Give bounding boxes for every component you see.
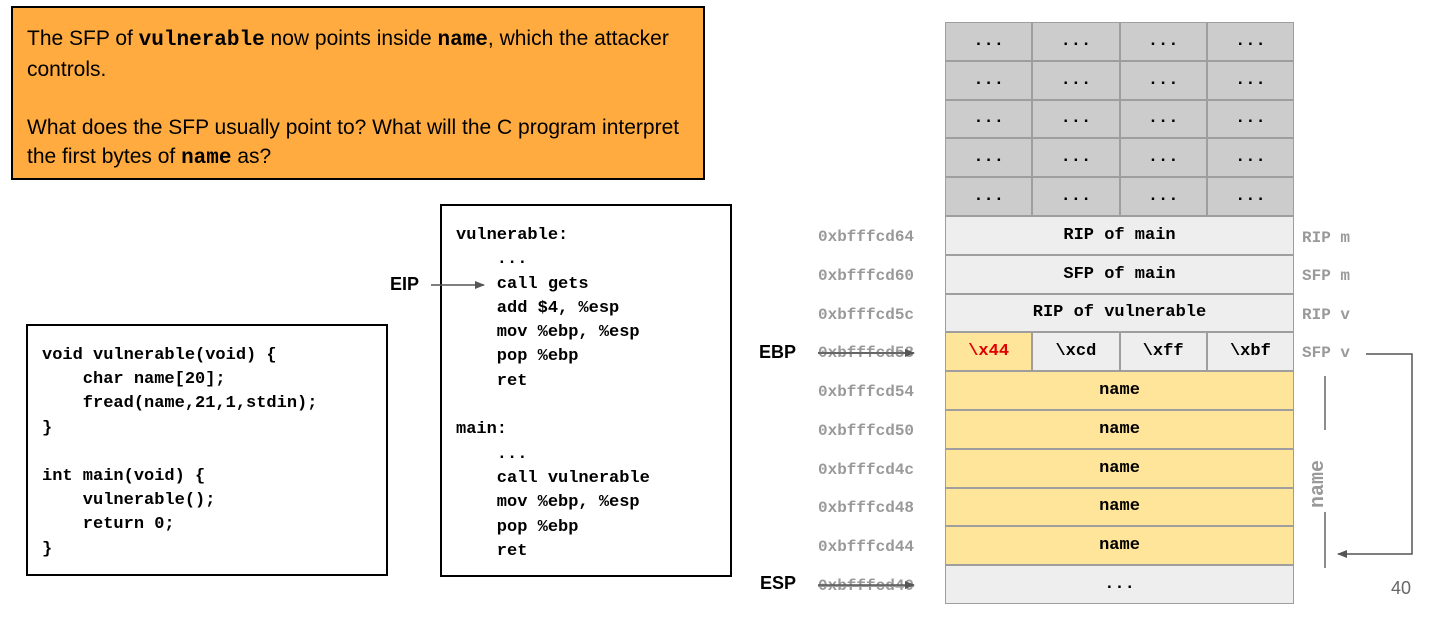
callout-line-1: The SFP of vulnerable now points inside … (27, 27, 669, 81)
eip-label: EIP (390, 274, 420, 294)
stack-row-sfp-vulnerable: \x44 \xcd \xff \xbf (945, 332, 1294, 372)
stack-cell: ... (1032, 22, 1120, 61)
sfp-byte: \xbf (1206, 332, 1294, 372)
stack-cell: ... (1032, 177, 1120, 216)
address-label: 0xbfffcd4c (818, 461, 915, 479)
side-label-rip-m: RIP m (1302, 229, 1351, 247)
address-label-esp: 0xbfffcd40 (818, 577, 915, 595)
esp-label: ESP (760, 573, 797, 593)
stack-cell: ... (1119, 60, 1207, 100)
stack-cell: ... (1206, 138, 1294, 178)
stack-row-name: name (945, 371, 1294, 410)
stack-cell: ... (945, 138, 1033, 178)
name-cell: name (945, 409, 1294, 449)
address-label: 0xbfffcd60 (818, 267, 915, 285)
page-number: 40 (1391, 578, 1412, 598)
sfp-byte: \xcd (1032, 332, 1120, 372)
stack-cell: ... (1032, 60, 1120, 100)
stack-cell: ... (945, 177, 1033, 216)
stack-row-name: name (945, 448, 1294, 488)
side-label-rip-v: RIP v (1302, 306, 1351, 324)
stack-cell: ... (945, 99, 1033, 139)
stack-row-name: name (945, 487, 1294, 527)
stack-cell: ... (1206, 99, 1294, 139)
assembly-code: vulnerable: ... call gets add $4, %esp m… (440, 204, 732, 577)
c-source-code: void vulnerable(void) { char name[20]; f… (26, 324, 388, 576)
address-label: 0xbfffcd64 (818, 228, 915, 246)
stack-cell: ... (1119, 138, 1207, 178)
stack-cell: ... (1206, 177, 1294, 216)
side-label-sfp-v: SFP v (1302, 344, 1351, 362)
address-label: 0xbfffcd54 (818, 383, 915, 401)
sfp-byte-overwritten: \x44 (945, 332, 1033, 372)
stack-cell: ... (1119, 22, 1207, 61)
stack-row-sfp-main: SFP of main (945, 254, 1294, 294)
callout-line-2: What does the SFP usually point to? What… (27, 116, 680, 170)
address-label: 0xbfffcd44 (818, 538, 915, 556)
sfp-byte: \xff (1119, 332, 1207, 372)
bottom-cell: ... (945, 565, 1294, 604)
name-cell: name (945, 448, 1294, 488)
stack-row-gray: ... ... ... ... (945, 99, 1294, 139)
address-label: 0xbfffcd5c (818, 306, 915, 324)
address-label: 0xbfffcd50 (818, 422, 915, 440)
stack-cell: ... (1119, 177, 1207, 216)
ebp-label: EBP (759, 342, 797, 362)
sfp-of-main-cell: SFP of main (945, 254, 1294, 294)
stack-cell: ... (1032, 99, 1120, 139)
stack-cell: ... (1032, 138, 1120, 178)
name-cell: name (945, 487, 1294, 527)
name-cell: name (945, 526, 1294, 566)
stack-row-gray: ... ... ... ... (945, 60, 1294, 100)
stack-row-bottom: ... (945, 565, 1294, 604)
stack-cell: ... (945, 22, 1033, 61)
name-cell: name (945, 371, 1294, 410)
stack-row-gray: ... ... ... ... (945, 22, 1294, 61)
stack-diagram: ... ... ... ... ... ... ... ... ... ... … (945, 22, 1294, 604)
rip-of-vulnerable-cell: RIP of vulnerable (945, 293, 1294, 333)
sfp-pointer-arrow-icon (1337, 353, 1413, 558)
stack-row-rip-vulnerable: RIP of vulnerable (945, 293, 1294, 333)
stack-row-name: name (945, 409, 1294, 449)
stack-row-gray: ... ... ... ... (945, 177, 1294, 216)
stack-cell: ... (1206, 22, 1294, 61)
stack-row-rip-main: RIP of main (945, 215, 1294, 255)
stack-cell: ... (1119, 99, 1207, 139)
stack-cell: ... (1206, 60, 1294, 100)
question-callout: The SFP of vulnerable now points inside … (11, 6, 705, 180)
address-label: 0xbfffcd48 (818, 499, 915, 517)
side-label-sfp-m: SFP m (1302, 267, 1351, 285)
stack-row-name: name (945, 526, 1294, 566)
rip-of-main-cell: RIP of main (945, 215, 1294, 255)
stack-row-gray: ... ... ... ... (945, 138, 1294, 178)
stack-cell: ... (945, 60, 1033, 100)
